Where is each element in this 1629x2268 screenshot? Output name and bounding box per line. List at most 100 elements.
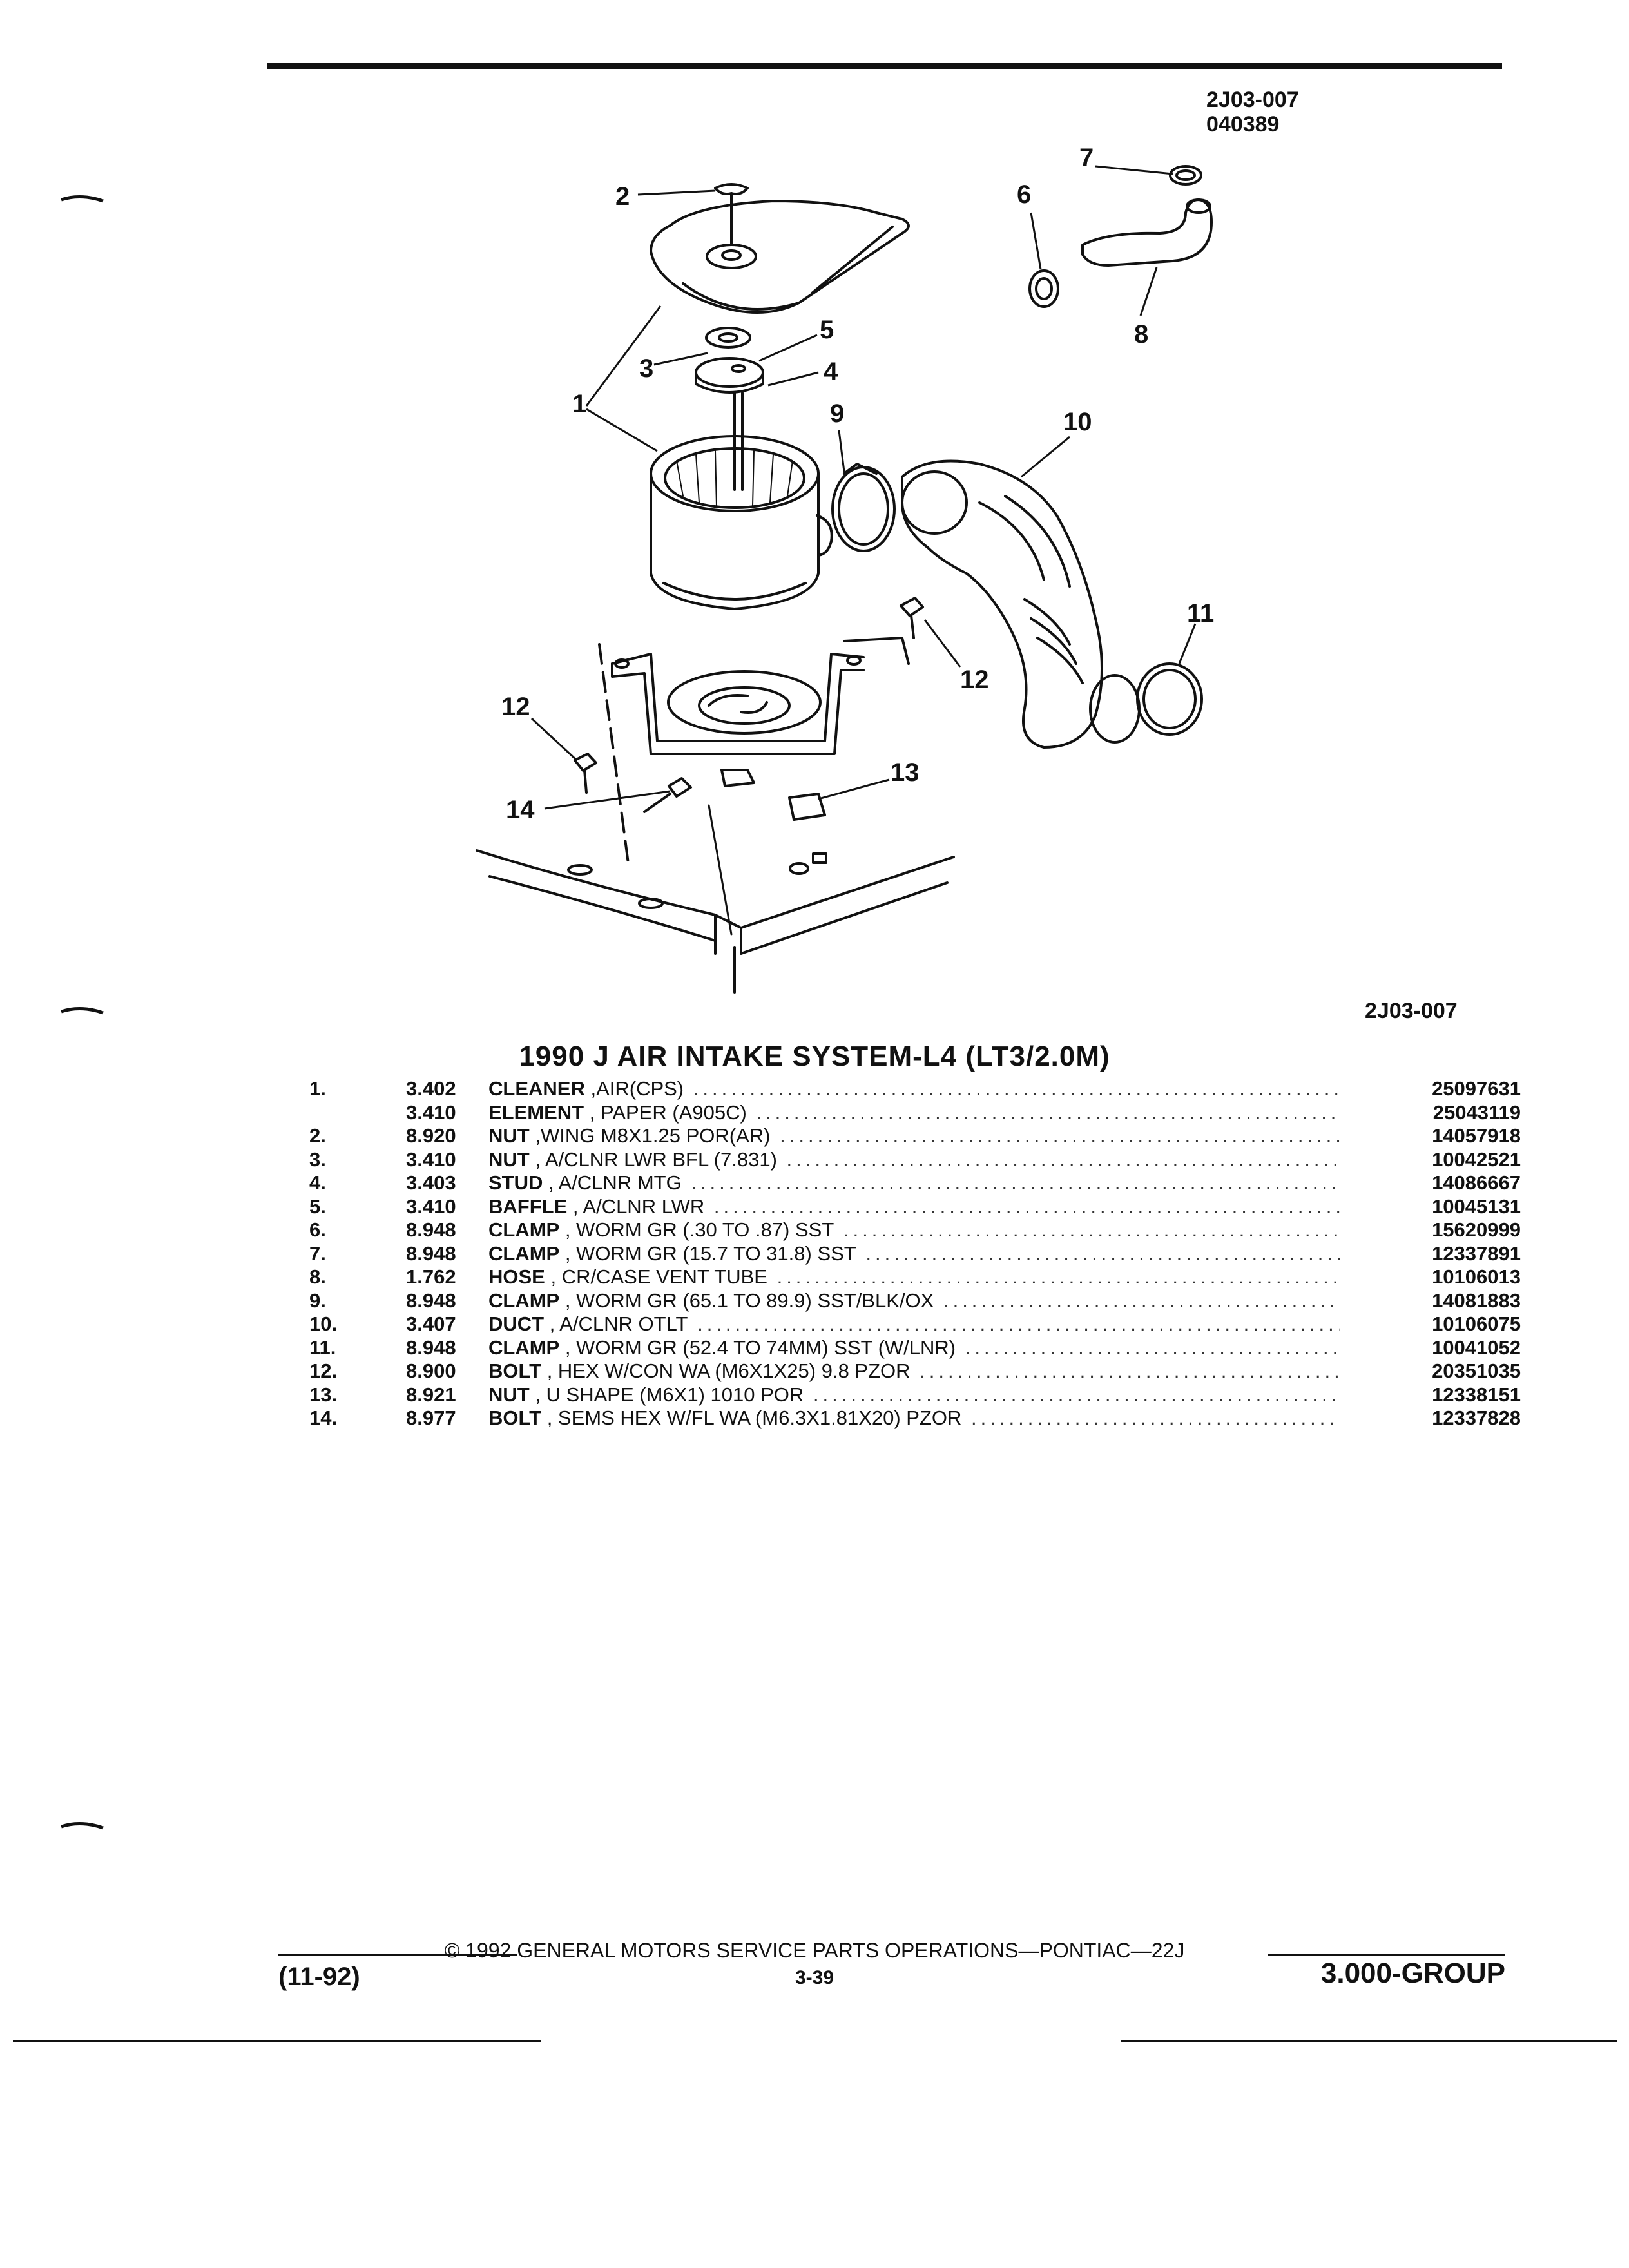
dot-leader: ........................................… bbox=[691, 1171, 1340, 1194]
callout-7: 7 bbox=[1079, 144, 1094, 172]
item-description: STUD , A/CLNR MTG ......................… bbox=[488, 1171, 1340, 1195]
item-description: CLAMP , WORM GR (15.7 TO 31.8) SST .....… bbox=[488, 1242, 1340, 1265]
dot-leader: ........................................… bbox=[756, 1100, 1340, 1124]
item-description: CLAMP , WORM GR (52.4 TO 74MM) SST (W/LN… bbox=[488, 1336, 1340, 1360]
callout-10: 10 bbox=[1063, 408, 1092, 436]
item-spec: , WORM GR (52.4 TO 74MM) SST (W/LNR) bbox=[559, 1336, 956, 1359]
item-spec: , PAPER (A905C) bbox=[584, 1100, 747, 1124]
item-spec: , CR/CASE VENT TUBE bbox=[545, 1265, 767, 1288]
group-number: 3.407 bbox=[406, 1312, 456, 1335]
item-description: NUT , A/CLNR LWR BFL (7.831) ...........… bbox=[488, 1148, 1340, 1171]
group-number: 1.762 bbox=[406, 1265, 456, 1288]
item-description: BOLT , SEMS HEX W/FL WA (M6.3X1.81X20) P… bbox=[488, 1407, 1340, 1430]
group-number: 3.410 bbox=[406, 1100, 456, 1124]
item-number: 4. bbox=[309, 1171, 326, 1194]
item-number: 8. bbox=[309, 1265, 326, 1288]
group-number: 8.948 bbox=[406, 1289, 456, 1312]
group-number: 8.977 bbox=[406, 1407, 456, 1429]
group-number: 8.948 bbox=[406, 1218, 456, 1241]
group-number: 3.410 bbox=[406, 1195, 456, 1218]
item-description: BOLT , HEX W/CON WA (M6X1X25) 9.8 PZOR .… bbox=[488, 1360, 1340, 1383]
header-ref-code: 2J03-007 bbox=[1206, 88, 1299, 112]
item-spec: , WORM GR (.30 TO .87) SST bbox=[559, 1218, 834, 1241]
footer-rule-left bbox=[278, 1954, 517, 1956]
group-number: 8.948 bbox=[406, 1242, 456, 1265]
part-number: 14081883 bbox=[1432, 1289, 1521, 1312]
callout-13: 13 bbox=[891, 758, 920, 787]
part-number: 20351035 bbox=[1432, 1360, 1521, 1382]
list-item: 8. 1.762 HOSE , CR/CASE VENT TUBE ........… bbox=[309, 1265, 1521, 1289]
item-spec: , SEMS HEX W/FL WA (M6.3X1.81X20) PZOR bbox=[541, 1407, 962, 1429]
item-name: ELEMENT bbox=[488, 1100, 584, 1124]
item-name: CLAMP bbox=[488, 1336, 560, 1359]
list-item: 3.410 ELEMENT , PAPER (A905C) ...........… bbox=[309, 1101, 1521, 1125]
part-number: 15620999 bbox=[1432, 1218, 1521, 1241]
page-title: 1990 J AIR INTAKE SYSTEM-L4 (LT3/2.0M) bbox=[519, 1041, 1110, 1072]
callout-3: 3 bbox=[639, 354, 653, 383]
item-name: HOSE bbox=[488, 1265, 545, 1288]
dot-leader: ........................................… bbox=[776, 1265, 1340, 1288]
item-description: NUT ,WING M8X1.25 POR(AR) ..............… bbox=[488, 1124, 1340, 1148]
dot-leader: ........................................… bbox=[971, 1407, 1340, 1429]
callout-4: 4 bbox=[824, 358, 838, 386]
callout-11: 11 bbox=[1187, 599, 1214, 628]
item-number: 10. bbox=[309, 1312, 338, 1335]
item-spec: ,AIR(CPS) bbox=[584, 1077, 684, 1100]
callout-9: 9 bbox=[830, 399, 844, 428]
item-description: CLAMP , WORM GR (.30 TO .87) SST .......… bbox=[488, 1218, 1340, 1242]
group-number: 3.410 bbox=[406, 1148, 456, 1171]
item-number: 9. bbox=[309, 1289, 326, 1312]
callout-1: 1 bbox=[572, 390, 586, 418]
dot-leader: ........................................… bbox=[780, 1124, 1340, 1147]
dot-leader: ........................................… bbox=[965, 1336, 1340, 1359]
item-name: NUT bbox=[488, 1124, 530, 1147]
footer-copyright: © 1992 GENERAL MOTORS SERVICE PARTS OPER… bbox=[444, 1939, 1185, 1962]
top-rule bbox=[267, 63, 1502, 69]
part-number: 10041052 bbox=[1432, 1336, 1521, 1359]
callout-8: 8 bbox=[1134, 320, 1148, 349]
item-number: 11. bbox=[309, 1336, 336, 1359]
item-description: BAFFLE , A/CLNR LWR ....................… bbox=[488, 1195, 1340, 1218]
part-number: 12338151 bbox=[1432, 1383, 1521, 1406]
callout-12a: 12 bbox=[960, 666, 989, 694]
dot-leader: ........................................… bbox=[697, 1312, 1340, 1335]
bottom-scan-rule-right bbox=[1121, 2040, 1617, 2042]
item-spec: , HEX W/CON WA (M6X1X25) 9.8 PZOR bbox=[541, 1360, 911, 1382]
margin-marks bbox=[61, 195, 104, 1830]
item-description: HOSE , CR/CASE VENT TUBE ...............… bbox=[488, 1265, 1340, 1289]
dot-leader: ........................................… bbox=[920, 1360, 1340, 1382]
dot-leader: ........................................… bbox=[843, 1218, 1340, 1241]
item-description: CLAMP , WORM GR (65.1 TO 89.9) SST/BLK/O… bbox=[488, 1289, 1340, 1312]
dot-leader: ........................................… bbox=[943, 1289, 1340, 1312]
item-description: ELEMENT , PAPER (A905C) ................… bbox=[488, 1101, 1340, 1124]
item-description: CLEANER ,AIR(CPS) ......................… bbox=[488, 1077, 1340, 1100]
footer-group: 3.000-GROUP bbox=[1320, 1957, 1505, 1989]
item-number: 5. bbox=[309, 1195, 326, 1218]
part-number: 14086667 bbox=[1432, 1171, 1521, 1194]
item-spec: , A/CLNR OTLT bbox=[544, 1312, 688, 1335]
list-item: 9. 8.948 CLAMP , WORM GR (65.1 TO 89.9) SS… bbox=[309, 1289, 1521, 1313]
item-name: BAFFLE bbox=[488, 1195, 568, 1218]
item-name: CLAMP bbox=[488, 1218, 560, 1241]
item-number: 2. bbox=[309, 1124, 326, 1147]
group-number: 8.920 bbox=[406, 1124, 456, 1147]
dot-leader: ........................................… bbox=[713, 1195, 1340, 1218]
item-spec: , A/CLNR LWR BFL (7.831) bbox=[529, 1148, 777, 1171]
item-number: 13. bbox=[309, 1383, 338, 1406]
list-item: 2. 8.920 NUT ,WING M8X1.25 POR(AR) .......… bbox=[309, 1124, 1521, 1148]
dot-leader: ........................................… bbox=[813, 1383, 1340, 1406]
item-number: 14. bbox=[309, 1407, 338, 1429]
part-number: 10045131 bbox=[1432, 1195, 1521, 1218]
dot-leader: ........................................… bbox=[786, 1148, 1341, 1171]
group-number: 8.900 bbox=[406, 1360, 456, 1382]
item-name: CLAMP bbox=[488, 1289, 560, 1312]
group-number: 3.402 bbox=[406, 1077, 456, 1100]
item-description: DUCT , A/CLNR OTLT .....................… bbox=[488, 1312, 1340, 1336]
